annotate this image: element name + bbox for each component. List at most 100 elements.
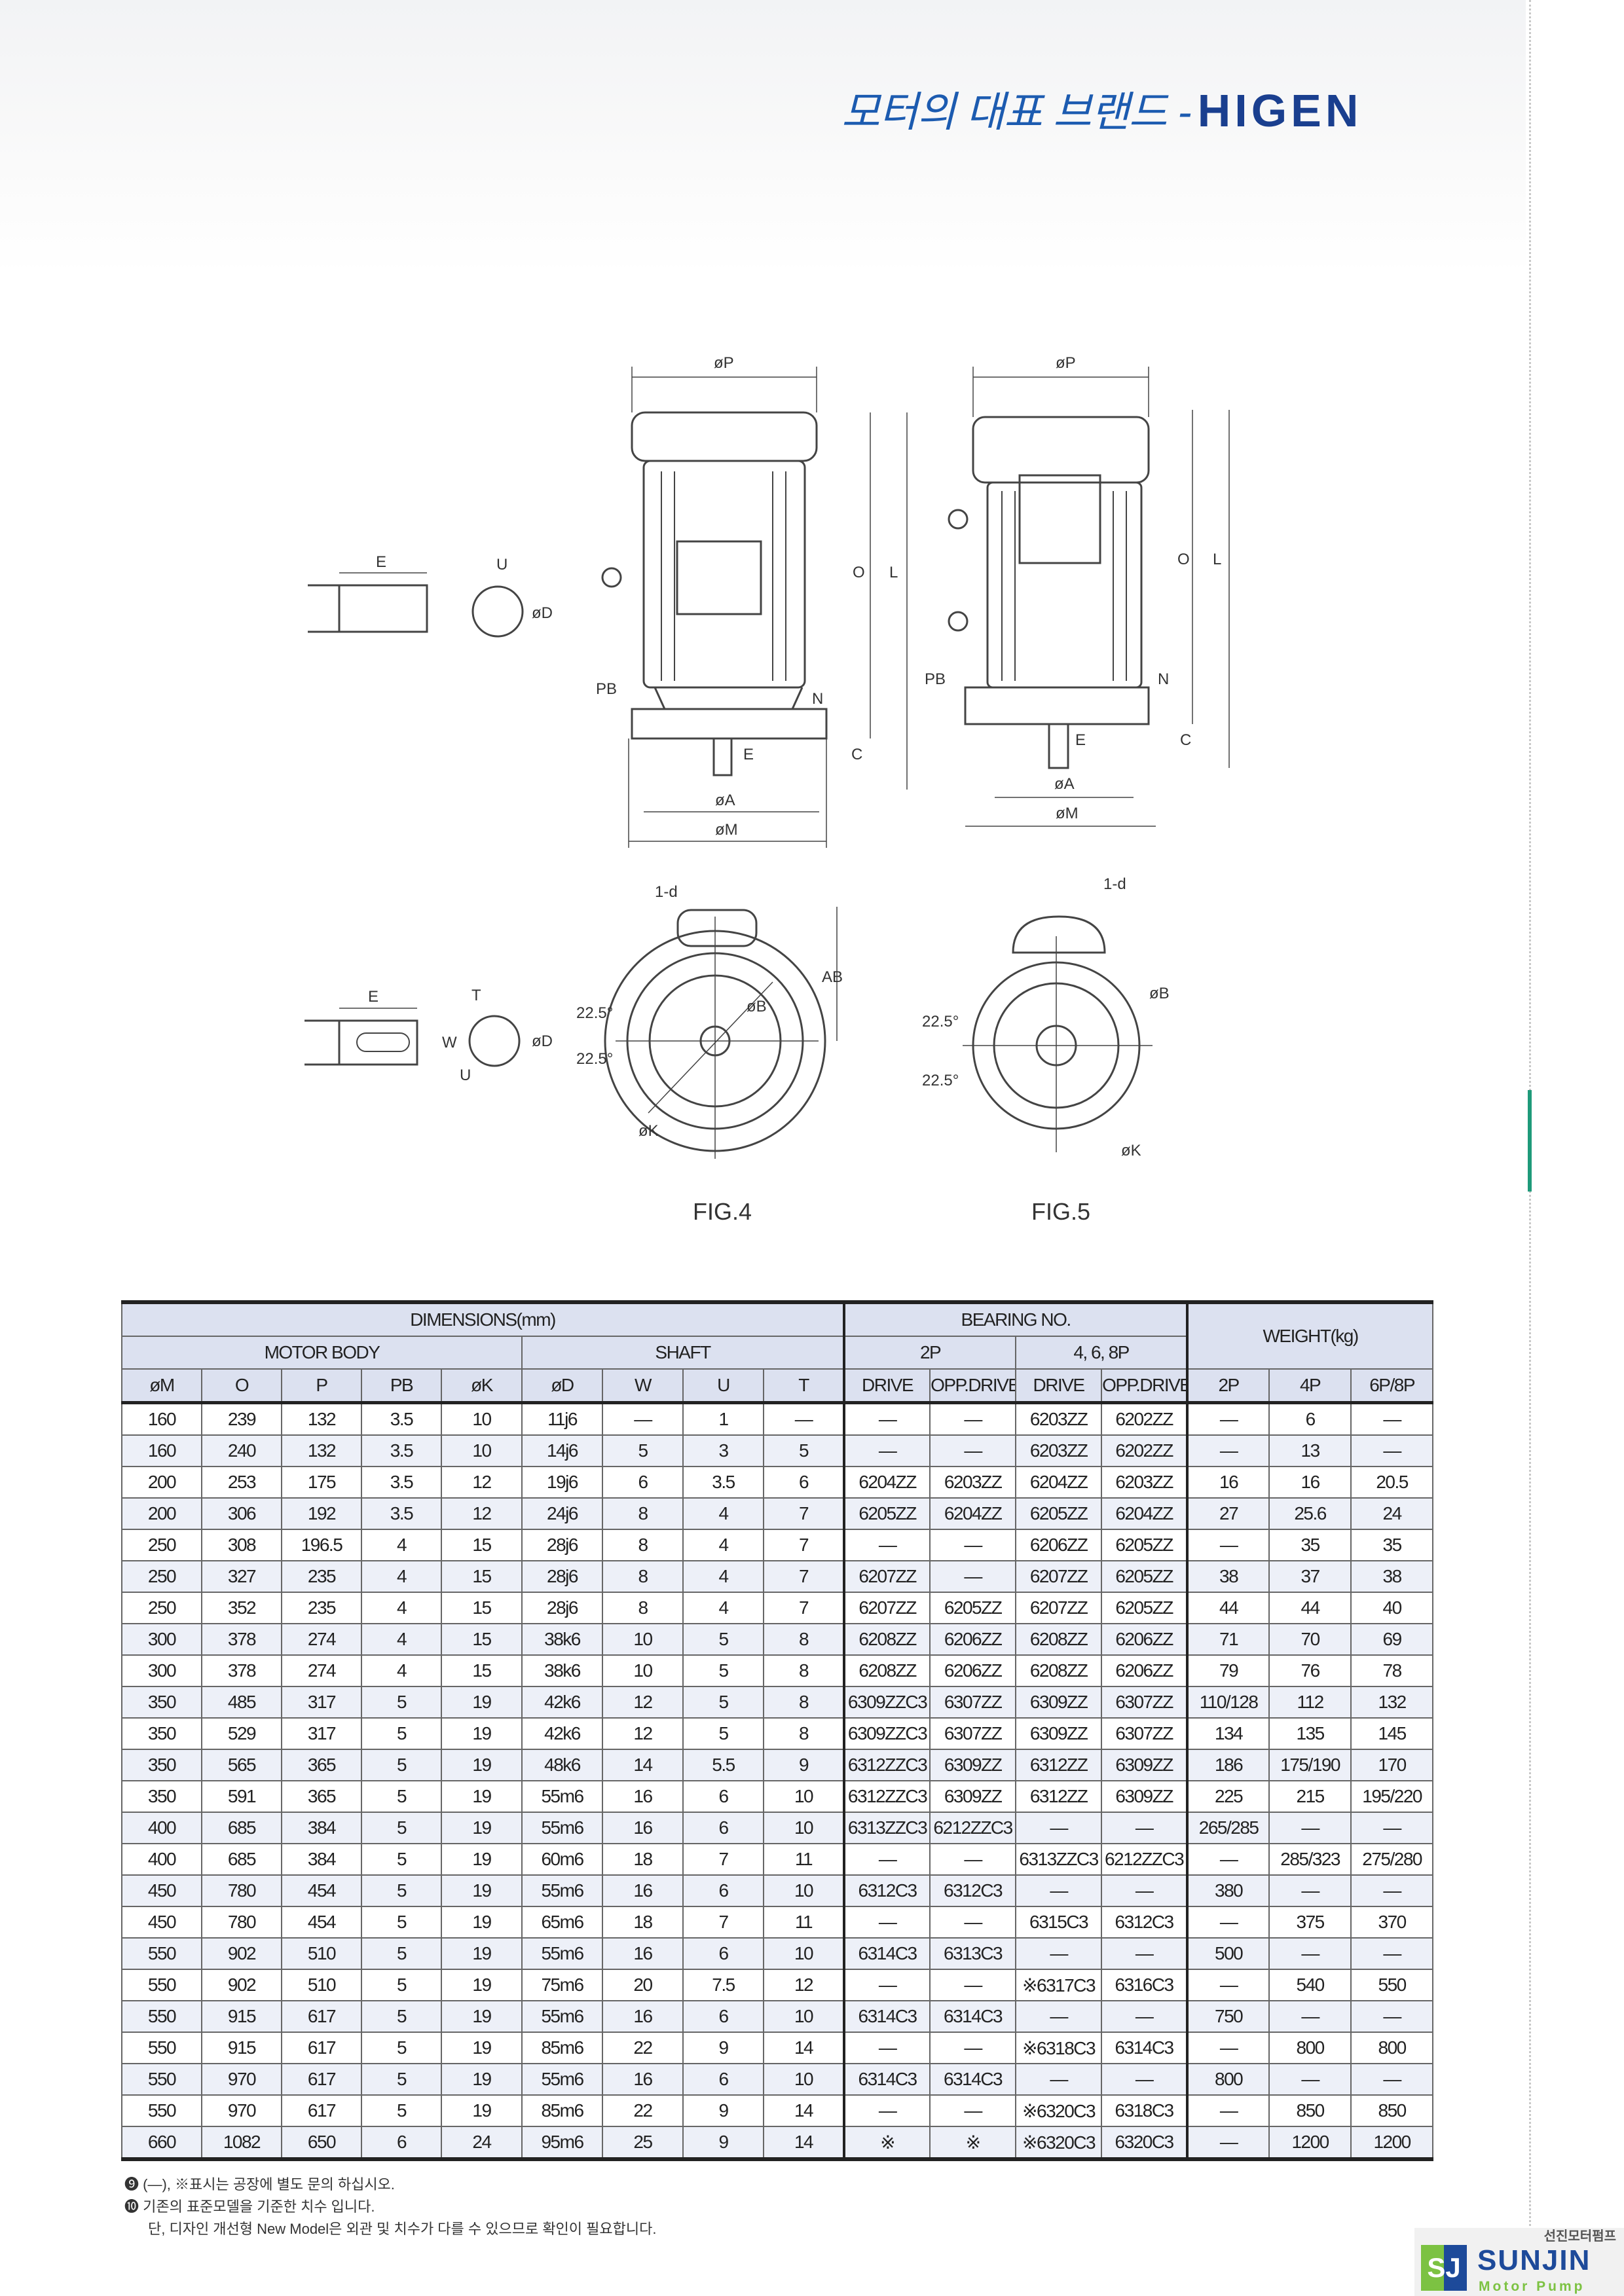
table-cell: 510 (281, 1969, 362, 2001)
table-cell: 160 (121, 1434, 202, 1467)
table-cell: 250 (121, 1529, 202, 1561)
dim-e: E (743, 746, 754, 763)
table-cell: 3.5 (361, 1434, 442, 1467)
table-cell: 685 (201, 1843, 282, 1876)
shaft-detail-fig4: E U øD (308, 553, 553, 638)
table-cell: 5 (361, 2000, 442, 2033)
table-cell: 327 (201, 1560, 282, 1593)
table-cell: 5 (361, 1874, 442, 1907)
table-cell: 5 (682, 1654, 764, 1687)
table-cell: 8 (602, 1592, 684, 1624)
table-cell: — (1186, 2094, 1270, 2127)
table-cell: — (1350, 2000, 1434, 2033)
note-2: ❿ 기존의 표준모델을 기준한 치수 입니다. (124, 2198, 375, 2215)
table-cell: 27 (1186, 1497, 1270, 1530)
table-cell: 132 (281, 1402, 362, 1436)
table-cell: 79 (1186, 1654, 1270, 1687)
dim-p: øP (1056, 354, 1076, 372)
table-cell: 5 (682, 1717, 764, 1750)
table-cell: 78 (1350, 1654, 1434, 1687)
table-cell: 370 (1350, 1906, 1434, 1939)
table-cell: 275/280 (1350, 1843, 1434, 1876)
dim-e: E (368, 988, 378, 1006)
table-cell: 6207ZZ (843, 1592, 931, 1624)
table-cell: — (602, 1402, 684, 1436)
table-cell: 6204ZZ (843, 1466, 931, 1499)
table-cell: 6314C3 (929, 2063, 1017, 2096)
table-cell: 6207ZZ (843, 1560, 931, 1593)
table-cell: 5 (361, 2032, 442, 2064)
table-cell: 5 (762, 1434, 845, 1467)
table-cell: 28j6 (521, 1560, 603, 1593)
column-header: øM (121, 1368, 202, 1404)
table-cell: 6205ZZ (1101, 1529, 1189, 1561)
table-cell: 8 (762, 1717, 845, 1750)
table-cell: 10 (602, 1654, 684, 1687)
table-cell: 550 (1350, 1969, 1434, 2001)
table-cell: 175 (281, 1466, 362, 1499)
table-cell: 350 (121, 1717, 202, 1750)
dim-angle: 22.5° (922, 1013, 959, 1030)
table-cell: 16 (602, 1937, 684, 1970)
table-cell: 9 (682, 2094, 764, 2127)
table-cell: 550 (121, 1969, 202, 2001)
table-cell: 4 (361, 1560, 442, 1593)
table-cell: — (1350, 2063, 1434, 2096)
table-cell: 15 (441, 1560, 523, 1593)
table-cell: 1082 (201, 2126, 282, 2160)
table-cell: 95m6 (521, 2126, 603, 2160)
table-cell: 38k6 (521, 1623, 603, 1656)
table-cell: — (1101, 1937, 1189, 1970)
header-motor-body: MOTOR BODY (121, 1336, 523, 1370)
table-cell: 6318C3 (1101, 2094, 1189, 2127)
table-cell: 110/128 (1186, 1686, 1270, 1719)
table-cell: 24j6 (521, 1497, 603, 1530)
table-cell: 285/323 (1268, 1843, 1352, 1876)
table-cell: 6309ZZ (929, 1749, 1017, 1781)
table-cell: 6206ZZ (1101, 1654, 1189, 1687)
column-header: PB (361, 1368, 442, 1404)
table-cell: 14 (762, 2094, 845, 2127)
table-cell: — (843, 1402, 931, 1436)
table-cell: 6309ZZ (1015, 1717, 1103, 1750)
table-cell: 19 (441, 1906, 523, 1939)
table-cell: 55m6 (521, 2000, 603, 2033)
table-cell: 19j6 (521, 1466, 603, 1499)
dim-a: øA (715, 792, 735, 809)
table-cell: — (1350, 1434, 1434, 1467)
table-cell: 6206ZZ (929, 1654, 1017, 1687)
title-text: 모터의 대표 브랜드 - (841, 88, 1192, 136)
table-cell: 11j6 (521, 1402, 603, 1436)
table-cell: 274 (281, 1623, 362, 1656)
dim-angle: 22.5° (576, 1004, 613, 1022)
table-cell: 48k6 (521, 1749, 603, 1781)
table-cell: 19 (441, 1812, 523, 1844)
table-cell: 1200 (1268, 2126, 1352, 2160)
table-cell: 5 (361, 1843, 442, 1876)
fig5-caption: FIG.5 (1031, 1198, 1091, 1225)
table-cell: 6307ZZ (1101, 1717, 1189, 1750)
table-cell: 6312ZZC3 (843, 1749, 931, 1781)
dim-a: øA (1054, 775, 1075, 793)
column-header: øD (521, 1368, 603, 1404)
table-cell: — (1268, 1874, 1352, 1907)
table-cell: 6 (602, 1466, 684, 1499)
column-header: øK (441, 1368, 523, 1404)
table-cell: 450 (121, 1906, 202, 1939)
table-cell: 5 (361, 1717, 442, 1750)
dim-1-d: 1-d (1103, 875, 1126, 893)
table-cell: — (843, 1529, 931, 1561)
table-cell: 4 (361, 1654, 442, 1687)
table-cell: 1200 (1350, 2126, 1434, 2160)
table-cell: 200 (121, 1466, 202, 1499)
footnotes: ❾ (—), ※표시는 공장에 별도 문의 하십시오. ❿ 기존의 표준모델을 … (124, 2174, 656, 2240)
table-cell: 25.6 (1268, 1497, 1352, 1530)
table-cell: 175/190 (1268, 1749, 1352, 1781)
table-cell: 24 (441, 2126, 523, 2160)
table-cell: 6205ZZ (1101, 1592, 1189, 1624)
